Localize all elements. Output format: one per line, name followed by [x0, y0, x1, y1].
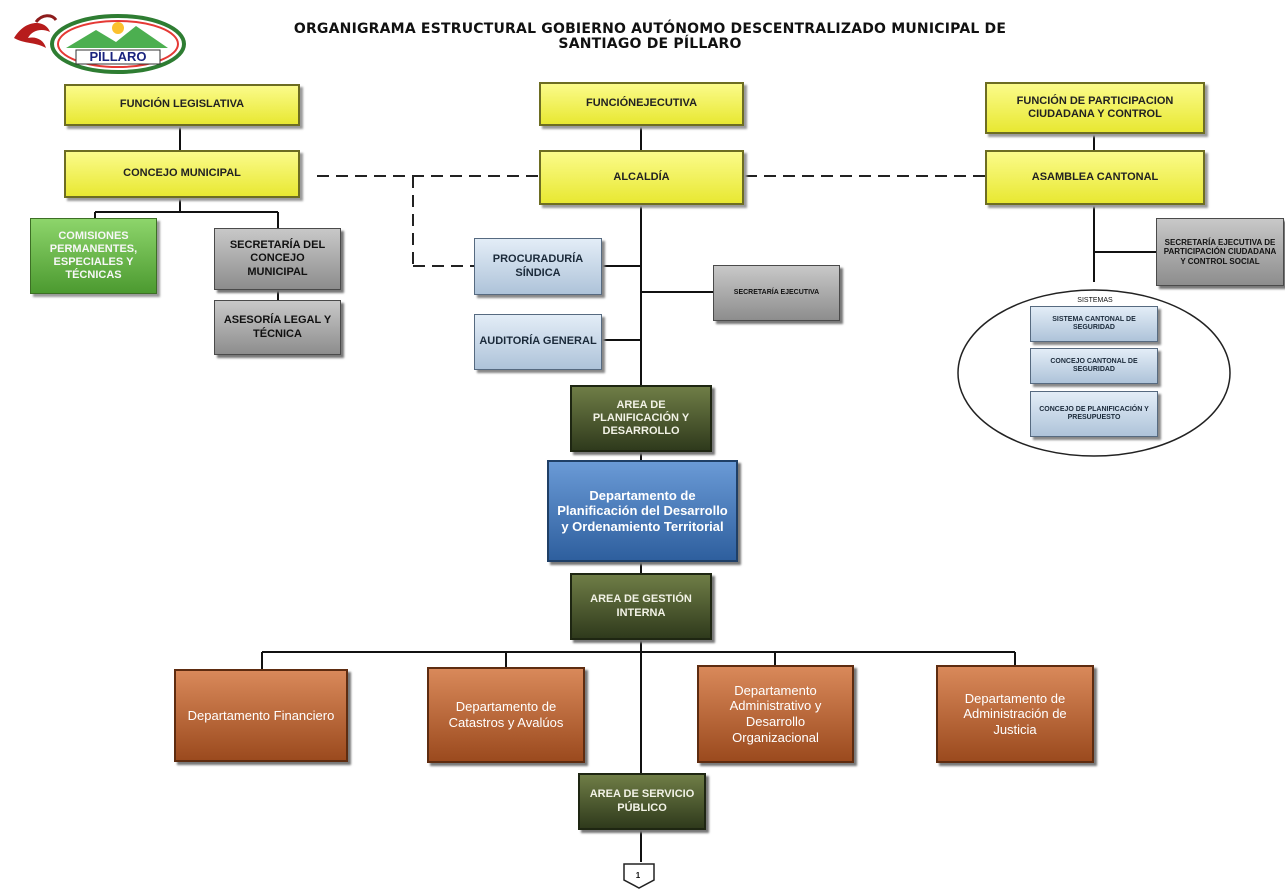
title-line-1: ORGANIGRAMA ESTRUCTURAL GOBIERNO AUTÓNOM… [293, 21, 1007, 37]
node-area-servicio: AREA DE SERVICIO PÚBLICO [578, 773, 706, 830]
node-area-gestion: AREA DE GESTIÓN INTERNA [570, 573, 712, 640]
municipality-crest-icon: PÍLLARO [14, 14, 186, 74]
node-depto-justicia: Departamento de Administración de Justic… [936, 665, 1094, 763]
municipality-logo: PÍLLARO [6, 8, 186, 74]
node-funcion-ejecutiva: FUNCIÓNEJECUTIVA [539, 82, 744, 126]
node-funcion-legislativa: FUNCIÓN LEGISLATIVA [64, 84, 300, 126]
node-asesoria-legal: ASESORÍA LEGAL Y TÉCNICA [214, 300, 341, 355]
node-sistema-seguridad: SISTEMA CANTONAL DE SEGURIDAD [1030, 306, 1158, 342]
node-concejo-planificacion: CONCEJO DE PLANIFICACIÓN Y PRESUPUESTO [1030, 391, 1158, 437]
node-asamblea-cantonal: ASAMBLEA CANTONAL [985, 150, 1205, 205]
logo-text: PÍLLARO [89, 49, 146, 64]
node-concejo-seguridad: CONCEJO CANTONAL DE SEGURIDAD [1030, 348, 1158, 384]
node-secretaria-ejecutiva: SECRETARÍA EJECUTIVA [713, 265, 840, 321]
node-comisiones: COMISIONES PERMANENTES, ESPECIALES Y TÉC… [30, 218, 157, 294]
node-secretaria-concejo: SECRETARÍA DEL CONCEJO MUNICIPAL [214, 228, 341, 290]
node-procuraduria: PROCURADURÍA SÍNDICA [474, 238, 602, 295]
node-depto-catastros: Departamento de Catastros y Avalúos [427, 667, 585, 763]
node-depto-administrativo: Departamento Administrativo y Desarrollo… [697, 665, 854, 763]
node-funcion-participacion: FUNCIÓN DE PARTICIPACION CIUDADANA Y CON… [985, 82, 1205, 134]
node-depto-financiero: Departamento Financiero [174, 669, 348, 762]
node-alcaldia: ALCALDÍA [539, 150, 744, 205]
offpage-connector-shape [623, 863, 655, 889]
node-concejo-municipal: CONCEJO MUNICIPAL [64, 150, 300, 198]
node-area-planificacion: AREA DE PLANIFICACIÓN Y DESARROLLO [570, 385, 712, 452]
offpage-connector-label: 1 [635, 871, 641, 880]
node-auditoria: AUDITORÍA GENERAL [474, 314, 602, 370]
node-depto-planificacion: Departamento de Planificación del Desarr… [547, 460, 738, 562]
sistemas-label: SISTEMAS [1077, 297, 1113, 304]
chart-title: ORGANIGRAMA ESTRUCTURAL GOBIERNO AUTÓNOM… [200, 22, 1100, 52]
title-line-2: SANTIAGO DE PÍLLARO [558, 36, 742, 52]
node-secretaria-participacion: SECRETARÍA EJECUTIVA DE PARTICIPACIÓN CI… [1156, 218, 1284, 286]
